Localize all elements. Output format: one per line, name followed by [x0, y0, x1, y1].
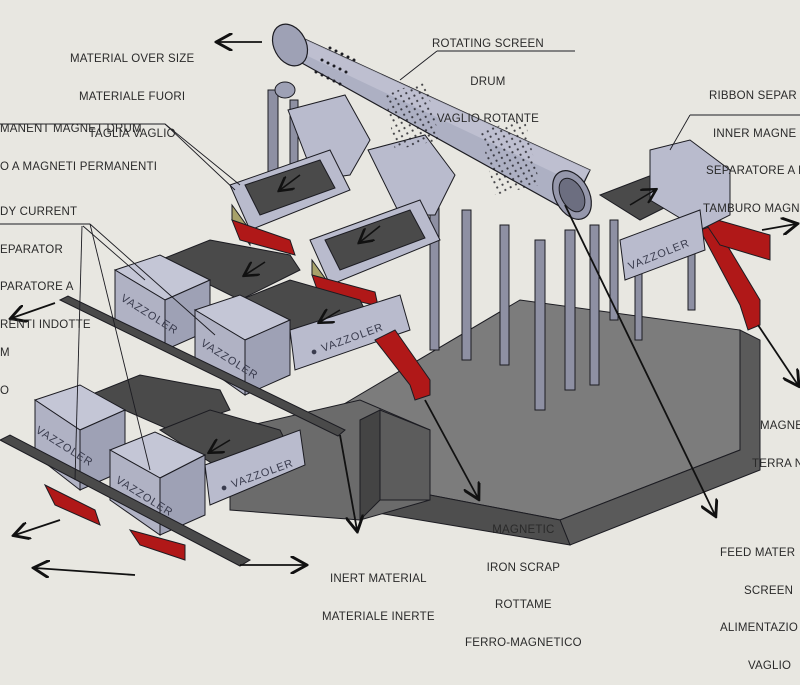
arrow-left-low2: [35, 568, 136, 575]
label-line: INERT MATERIAL: [329, 573, 427, 585]
label-line: MANENT MAGNET DRUM: [0, 123, 142, 135]
arrow-inert-down: [339, 434, 357, 530]
label-line: MATERIALE FUORI: [79, 90, 186, 103]
label-rotating-screen: ROTATING SCREEN DRUM VAGLIO ROTANTE: [432, 13, 544, 138]
label-line: MAGNE: [760, 420, 800, 432]
label-line: M: [0, 347, 10, 359]
label-line: IRON SCRAP: [486, 561, 561, 574]
ribbon-separator: VAZZOLER: [598, 139, 731, 281]
label-line: ALIMENTAZIO: [720, 622, 799, 634]
magnet-drum-conveyor-1: [229, 149, 351, 256]
label-line: DRUM: [470, 75, 506, 88]
label-line: FEED MATER: [720, 547, 796, 559]
label-line: VAGLIO: [748, 659, 792, 672]
label-line: MATERIAL OVER SIZE: [70, 53, 195, 65]
label-permanent-magnet-drum: MANENT MAGNET DRUM O A MAGNETI PERMANENT…: [0, 98, 157, 186]
support-columns: [267, 89, 696, 411]
label-line: FERRO-MAGNETICO: [465, 636, 582, 649]
leader-lines: [0, 50, 800, 481]
arrow-left-mid: [12, 302, 56, 318]
concrete-foundation: [229, 299, 761, 546]
label-oversize: MATERIAL OVER SIZE MATERIALE FUORI TAGLI…: [70, 28, 194, 153]
label-eddy-current: DY CURRENT EPARATOR PARATORE A RENTI IND…: [0, 181, 91, 344]
label-line: EPARATOR: [0, 243, 63, 256]
label-line: DY CURRENT: [0, 206, 78, 218]
label-line: TERRA N: [752, 457, 800, 470]
arrow-feed: [564, 204, 715, 515]
eddy-current-separator-2: VAZZOLER ● VAZZOLER: [193, 279, 411, 396]
eddy-current-separator-3: VAZZOLER: [33, 374, 231, 526]
label-line: INNER MAGNE: [713, 127, 797, 140]
label-line: RENTI INDOTTE: [0, 318, 91, 331]
label-line: ROTTAME: [494, 599, 552, 611]
arrow-magnetic-earth: [757, 324, 798, 385]
label-line: TAMBURO MAGNE: [703, 202, 800, 215]
rotating-screen-drum: [271, 23, 592, 220]
arrow-ribbon-out: [761, 224, 796, 230]
label-feed-material: FEED MATER SCREEN ALIMENTAZIO VAGLIO: [720, 522, 798, 685]
flow-arrows: [12, 42, 798, 575]
label-magnetic-earth: MAGNE TERRA N: [752, 395, 800, 483]
label-line: RIBBON SEPAR: [709, 90, 797, 102]
label-magnetic-iron-scrap: MAGNETIC IRON SCRAP ROTTAME FERRO-MAGNET…: [465, 499, 582, 662]
label-line: O: [0, 384, 10, 397]
label-line: VAGLIO ROTANTE: [436, 113, 539, 125]
label-inert-material: INERT MATERIAL MATERIALE INERTE: [322, 548, 435, 636]
label-line: ROTATING SCREEN: [432, 38, 544, 50]
magnet-drum-conveyor-2: [309, 199, 441, 307]
label-line: SEPARATORE A N: [706, 165, 800, 177]
arrow-left-low1: [15, 519, 61, 535]
arrow-iron-scrap: [424, 399, 478, 498]
red-chutes: [374, 214, 771, 401]
label-line: O A MAGNETI PERMANENTI: [0, 160, 158, 173]
label-ribbon-separator: RIBBON SEPAR INNER MAGNE SEPARATORE A N …: [703, 65, 800, 228]
label-line: TAGLIA VAGLIO: [88, 128, 176, 140]
label-line: MATERIALE INERTE: [322, 610, 435, 623]
label-left-partial: M O: [0, 322, 10, 410]
label-line: PARATORE A: [0, 281, 74, 293]
label-line: SCREEN: [744, 584, 794, 597]
label-line: MAGNETIC: [492, 524, 555, 536]
inert-belt: [0, 295, 346, 567]
plant-drawing: VAZZOLER VAZZOLER ● VAZZOLER VAZZOLER VA…: [0, 23, 800, 600]
